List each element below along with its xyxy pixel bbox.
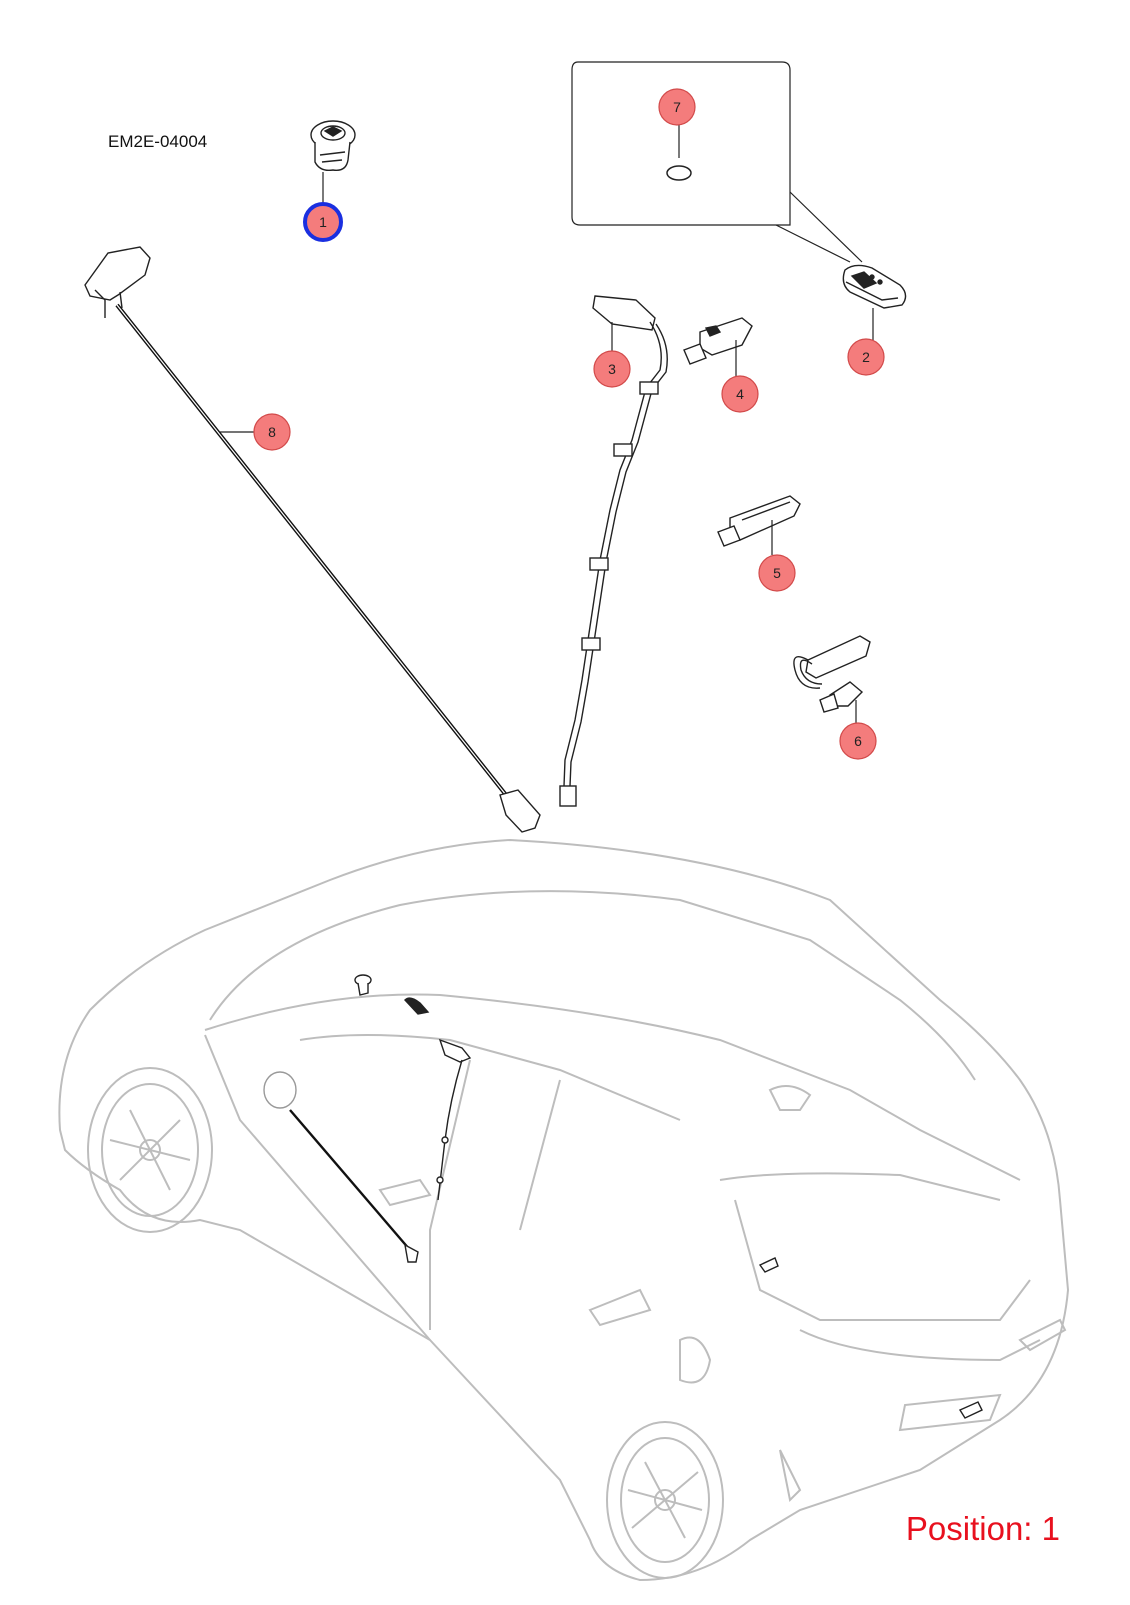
vehicle-parts-placement — [263, 974, 983, 1419]
callout-2[interactable]: 2 — [847, 338, 885, 376]
callout-2-label: 2 — [862, 349, 870, 365]
diagram-code: EM2E-04004 — [108, 132, 208, 151]
callout-3[interactable]: 3 — [593, 350, 631, 388]
callout-4[interactable]: 4 — [721, 375, 759, 413]
detail-box — [571, 61, 863, 263]
part-5-sensor — [717, 495, 801, 555]
callout-8-label: 8 — [268, 424, 276, 440]
callout-5-label: 5 — [773, 565, 781, 581]
part-3-harness — [559, 295, 668, 807]
part-6-sensor — [793, 635, 871, 726]
callout-1-label: 1 — [319, 214, 327, 230]
callout-5[interactable]: 5 — [758, 554, 796, 592]
callout-3-label: 3 — [608, 361, 616, 377]
callout-4-label: 4 — [736, 386, 744, 402]
callout-7-label: 7 — [673, 99, 681, 115]
part-8-harness — [84, 246, 541, 833]
callout-7[interactable]: 7 — [658, 88, 696, 126]
callout-1[interactable]: 1 — [303, 202, 343, 242]
position-label: Position: 1 — [905, 1510, 1060, 1547]
callout-8[interactable]: 8 — [253, 413, 291, 451]
callout-6-label: 6 — [854, 733, 862, 749]
part-4-sensor — [683, 317, 753, 380]
part-7-plug — [666, 120, 692, 181]
part-2-sensor — [842, 264, 907, 350]
vehicle-outline — [58, 838, 1070, 1582]
part-1-sensor — [310, 120, 356, 210]
callout-6[interactable]: 6 — [839, 722, 877, 760]
